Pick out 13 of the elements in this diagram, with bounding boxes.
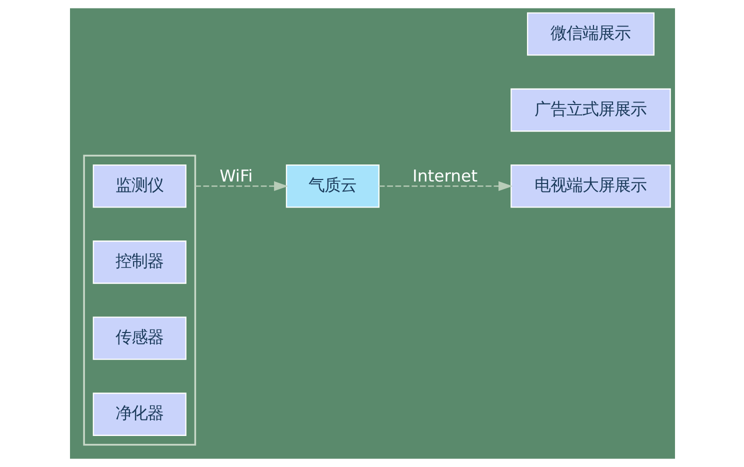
node-box: 控制器 — [92, 240, 186, 284]
node-box: 气质云 — [285, 164, 380, 208]
arrow — [194, 181, 288, 192]
node-box: 广告立式屏展示 — [510, 88, 670, 132]
edge-label: Internet — [412, 166, 478, 186]
node-box: 监测仪 — [92, 164, 186, 208]
edge-label: WiFi — [219, 166, 252, 186]
node-box: 净化器 — [92, 392, 186, 436]
node-box: 电视端大屏展示 — [510, 164, 670, 208]
arrow — [378, 181, 512, 192]
node-box: 传感器 — [92, 316, 186, 360]
cluster — [82, 154, 196, 446]
node-box: 微信端展示 — [526, 12, 654, 56]
